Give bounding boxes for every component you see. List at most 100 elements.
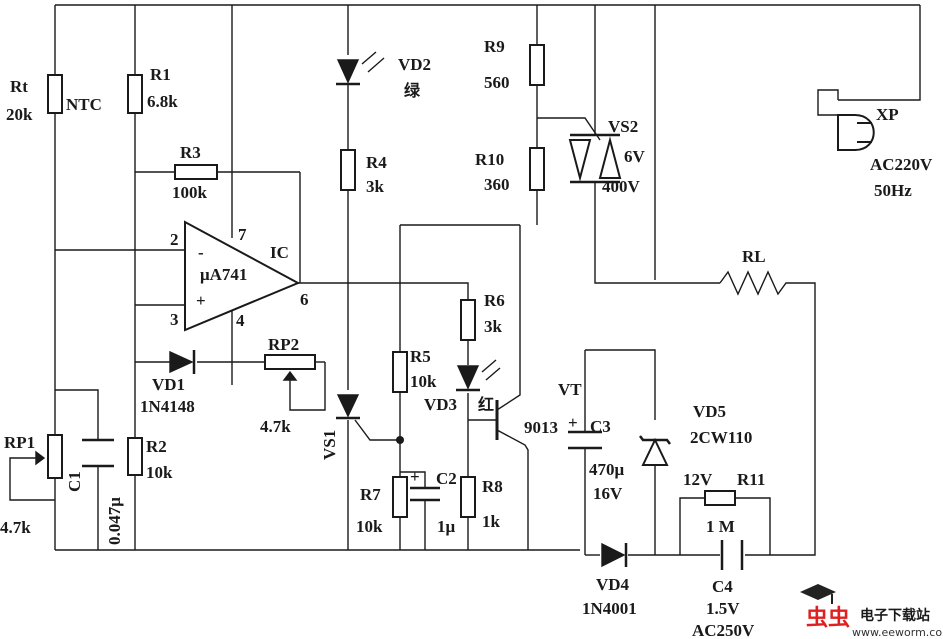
c1-label: C1 (65, 471, 84, 492)
rl-label: RL (742, 247, 766, 266)
vs1-thyristor (336, 394, 360, 418)
vd2-led (336, 59, 360, 84)
c1-value: 0.047μ (105, 497, 124, 545)
c3-label: C3 (590, 417, 611, 436)
vd3-label: VD3 (424, 395, 457, 414)
c3-plus: + (568, 413, 578, 432)
r2-label: R2 (146, 437, 167, 456)
r10-resistor (529, 147, 545, 191)
ic-model: μA741 (200, 265, 247, 284)
r9-label: R9 (484, 37, 505, 56)
r4-label: R4 (366, 153, 387, 172)
xp-plug (837, 114, 875, 151)
c3-voltage: 16V (593, 484, 623, 503)
c2-plus: + (410, 467, 420, 486)
vd3-led (456, 365, 480, 390)
r1-label: R1 (150, 65, 171, 84)
c4-value: 1.5V (706, 599, 740, 618)
vs2-label: VS2 (608, 117, 638, 136)
vd5-zener (641, 437, 669, 466)
r11-value: 1 M (706, 517, 735, 536)
vd1-label: VD1 (152, 375, 185, 394)
xp-voltage: AC220V (870, 155, 933, 174)
r7-value: 10k (356, 517, 383, 536)
watermark-logo: 虫虫 (806, 605, 850, 631)
c4-label: C4 (712, 577, 733, 596)
r11-label: R11 (737, 470, 765, 489)
vd3-color: 红 (478, 395, 494, 414)
xp-frequency: 50Hz (874, 181, 912, 200)
watermark: 虫虫 电子下载站 www.eeworm.com (800, 584, 943, 639)
r10-label: R10 (475, 150, 504, 169)
rt-resistor (47, 74, 63, 114)
rp2-label: RP2 (268, 335, 299, 354)
rp1-potentiometer (47, 434, 63, 479)
r1-value: 6.8k (147, 92, 178, 111)
r4-resistor (340, 149, 356, 191)
rp2-potentiometer (264, 354, 316, 370)
r7-resistor (392, 476, 408, 518)
r3-value: 100k (172, 183, 208, 202)
r7-label: R7 (360, 485, 381, 504)
r11-voltage: 12V (683, 470, 713, 489)
labels: Rt 20k NTC R1 6.8k R3 100k 2 - 7 IC μA74… (0, 37, 933, 639)
vd2-color: 绿 (404, 81, 421, 100)
r1-resistor (127, 74, 143, 114)
r9-value: 560 (484, 73, 510, 92)
rp1-label: RP1 (4, 433, 35, 452)
c2-value: 1μ (437, 517, 456, 536)
pin2-label: 2 (170, 230, 179, 249)
r3-resistor (174, 164, 218, 180)
vt-label: VT (558, 380, 582, 399)
r11-resistor (704, 490, 736, 506)
vd5-model: 2CW110 (690, 428, 752, 447)
rt-value: 20k (6, 105, 33, 124)
r2-value: 10k (146, 463, 173, 482)
vd5-label: VD5 (693, 402, 726, 421)
r5-resistor (392, 351, 408, 393)
vd1-diode (169, 350, 194, 374)
r8-value: 1k (482, 512, 501, 531)
pin7-label: 7 (238, 225, 247, 244)
r5-label: R5 (410, 347, 431, 366)
components (35, 44, 875, 570)
graduation-cap-icon (800, 584, 836, 604)
rl-load (719, 270, 790, 296)
vd4-model: 1N4001 (582, 599, 637, 618)
pin4-label: 4 (236, 311, 245, 330)
c2-label: C2 (436, 469, 457, 488)
vs2-triac (568, 139, 592, 182)
r5-value: 10k (410, 372, 437, 391)
vd2-label: VD2 (398, 55, 431, 74)
r10-value: 360 (484, 175, 510, 194)
pin3-label: 3 (170, 310, 179, 329)
r8-resistor (460, 476, 476, 518)
r6-label: R6 (484, 291, 505, 310)
r6-resistor (460, 299, 476, 341)
vs1-label: VS1 (320, 430, 339, 460)
r3-label: R3 (180, 143, 201, 162)
vd1-model: 1N4148 (140, 397, 195, 416)
minus-label: - (198, 243, 204, 262)
op-amp-triangle (184, 220, 301, 332)
vt-model: 9013 (524, 418, 558, 437)
c4-voltage: AC250V (692, 621, 755, 639)
r8-label: R8 (482, 477, 503, 496)
watermark-url: www.eeworm.com (852, 626, 943, 639)
ic-label: IC (270, 243, 289, 262)
watermark-site: 电子下载站 (860, 607, 930, 624)
plus-label: + (196, 291, 206, 310)
ntc-label: NTC (66, 95, 102, 114)
pin6-label: 6 (300, 290, 309, 309)
vs2-gate-voltage: 6V (624, 147, 646, 166)
vd4-label: VD4 (596, 575, 630, 594)
rp2-value: 4.7k (260, 417, 291, 436)
r9-resistor (529, 44, 545, 86)
r4-value: 3k (366, 177, 385, 196)
vd4-diode (601, 542, 626, 568)
rp1-value: 4.7k (0, 518, 31, 537)
c3-value: 470μ (589, 460, 625, 479)
r2-resistor (127, 437, 143, 476)
vs2-rating: 400V (602, 177, 641, 196)
